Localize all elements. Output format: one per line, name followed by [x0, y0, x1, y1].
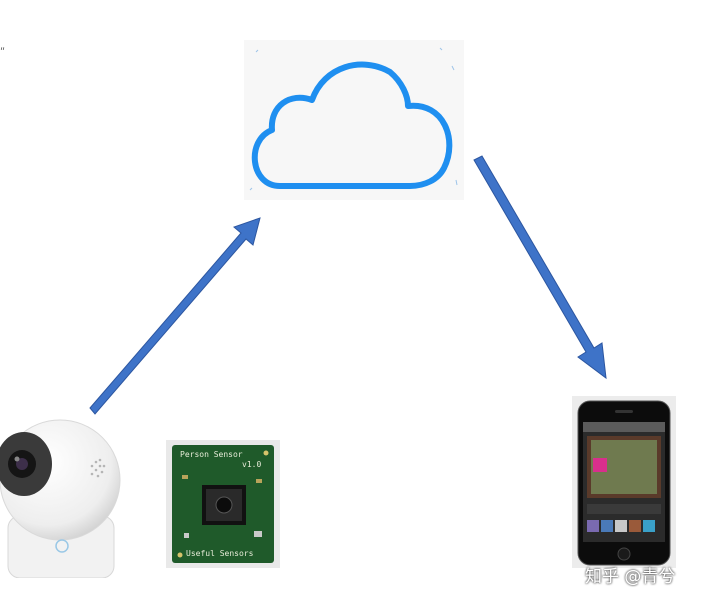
smartphone-icon	[577, 400, 671, 566]
arrow-up-right-icon	[89, 217, 261, 415]
board-brand: Useful Sensors	[186, 549, 254, 558]
security-camera-icon	[0, 419, 121, 578]
arrow-down-right-icon	[473, 155, 607, 380]
board-version: v1.0	[242, 460, 262, 469]
stray-mark: ʺ	[0, 46, 6, 59]
board-title: Person Sensor	[180, 450, 243, 459]
cloud-node	[244, 40, 464, 200]
camera-module	[177, 450, 269, 558]
pcb: Person Sensor v1.0 Useful Sensors	[172, 445, 274, 563]
person-sensor-board-icon: Person Sensor v1.0 Useful Sensors	[166, 440, 280, 568]
cloud-icon	[249, 47, 458, 191]
watermark: 知乎 @青兮	[585, 567, 676, 587]
